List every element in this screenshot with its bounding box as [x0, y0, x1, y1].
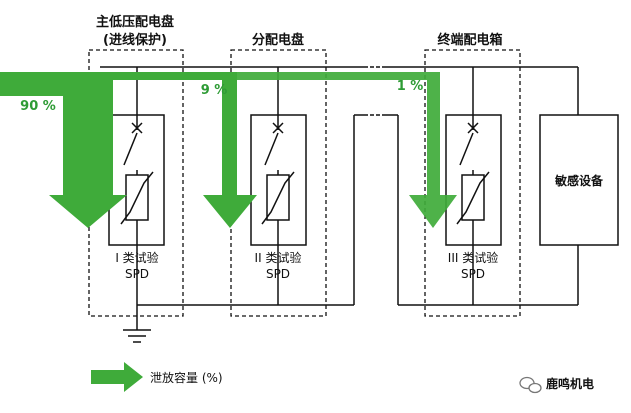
- sensitive-equipment-label: 敏感设备: [554, 173, 604, 188]
- distribution-panel-title: 分配电盘: [252, 32, 304, 48]
- spd-main-class-label: I 类试验: [115, 250, 158, 265]
- wechat-icon: [519, 376, 542, 394]
- legend-arrow-icon: [91, 362, 143, 392]
- spd-distribution-type-label: SPD: [266, 267, 290, 281]
- ground-symbol: [123, 329, 151, 343]
- spd-distribution-class-label: II 类试验: [255, 250, 302, 265]
- spd-box-distribution: [250, 114, 307, 246]
- flow-arrow-1: [237, 72, 457, 228]
- main-panel-enclosure: [88, 49, 184, 317]
- wiring: [100, 66, 579, 330]
- flow-label-1: 1 %: [397, 79, 424, 94]
- spd-terminal-type-label: SPD: [461, 267, 485, 281]
- terminal-panel-title: 终端配电箱: [437, 32, 502, 48]
- flow-arrow-90: [0, 72, 127, 228]
- line-break-marks: [370, 66, 380, 116]
- watermark: 鹿鸣机电: [519, 376, 594, 394]
- terminal-panel-enclosure: [424, 49, 521, 317]
- legend-label: 泄放容量 (%): [150, 370, 223, 385]
- discharge-flow-arrows: [0, 72, 457, 228]
- sensitive-equipment-box: [539, 114, 619, 246]
- spd-box-main: [108, 114, 165, 246]
- watermark-text: 鹿鸣机电: [546, 376, 594, 391]
- main-panel-title: 主低压配电盘: [96, 14, 174, 30]
- flow-label-9: 9 %: [201, 83, 228, 98]
- flow-arrow-9: [113, 72, 257, 228]
- spd-main-type-label: SPD: [125, 267, 149, 281]
- main-panel-subtitle: (进线保护): [103, 32, 167, 48]
- spd-box-terminal: [445, 114, 502, 246]
- flow-label-90: 90 %: [20, 99, 56, 114]
- spd-terminal-class-label: III 类试验: [448, 250, 498, 265]
